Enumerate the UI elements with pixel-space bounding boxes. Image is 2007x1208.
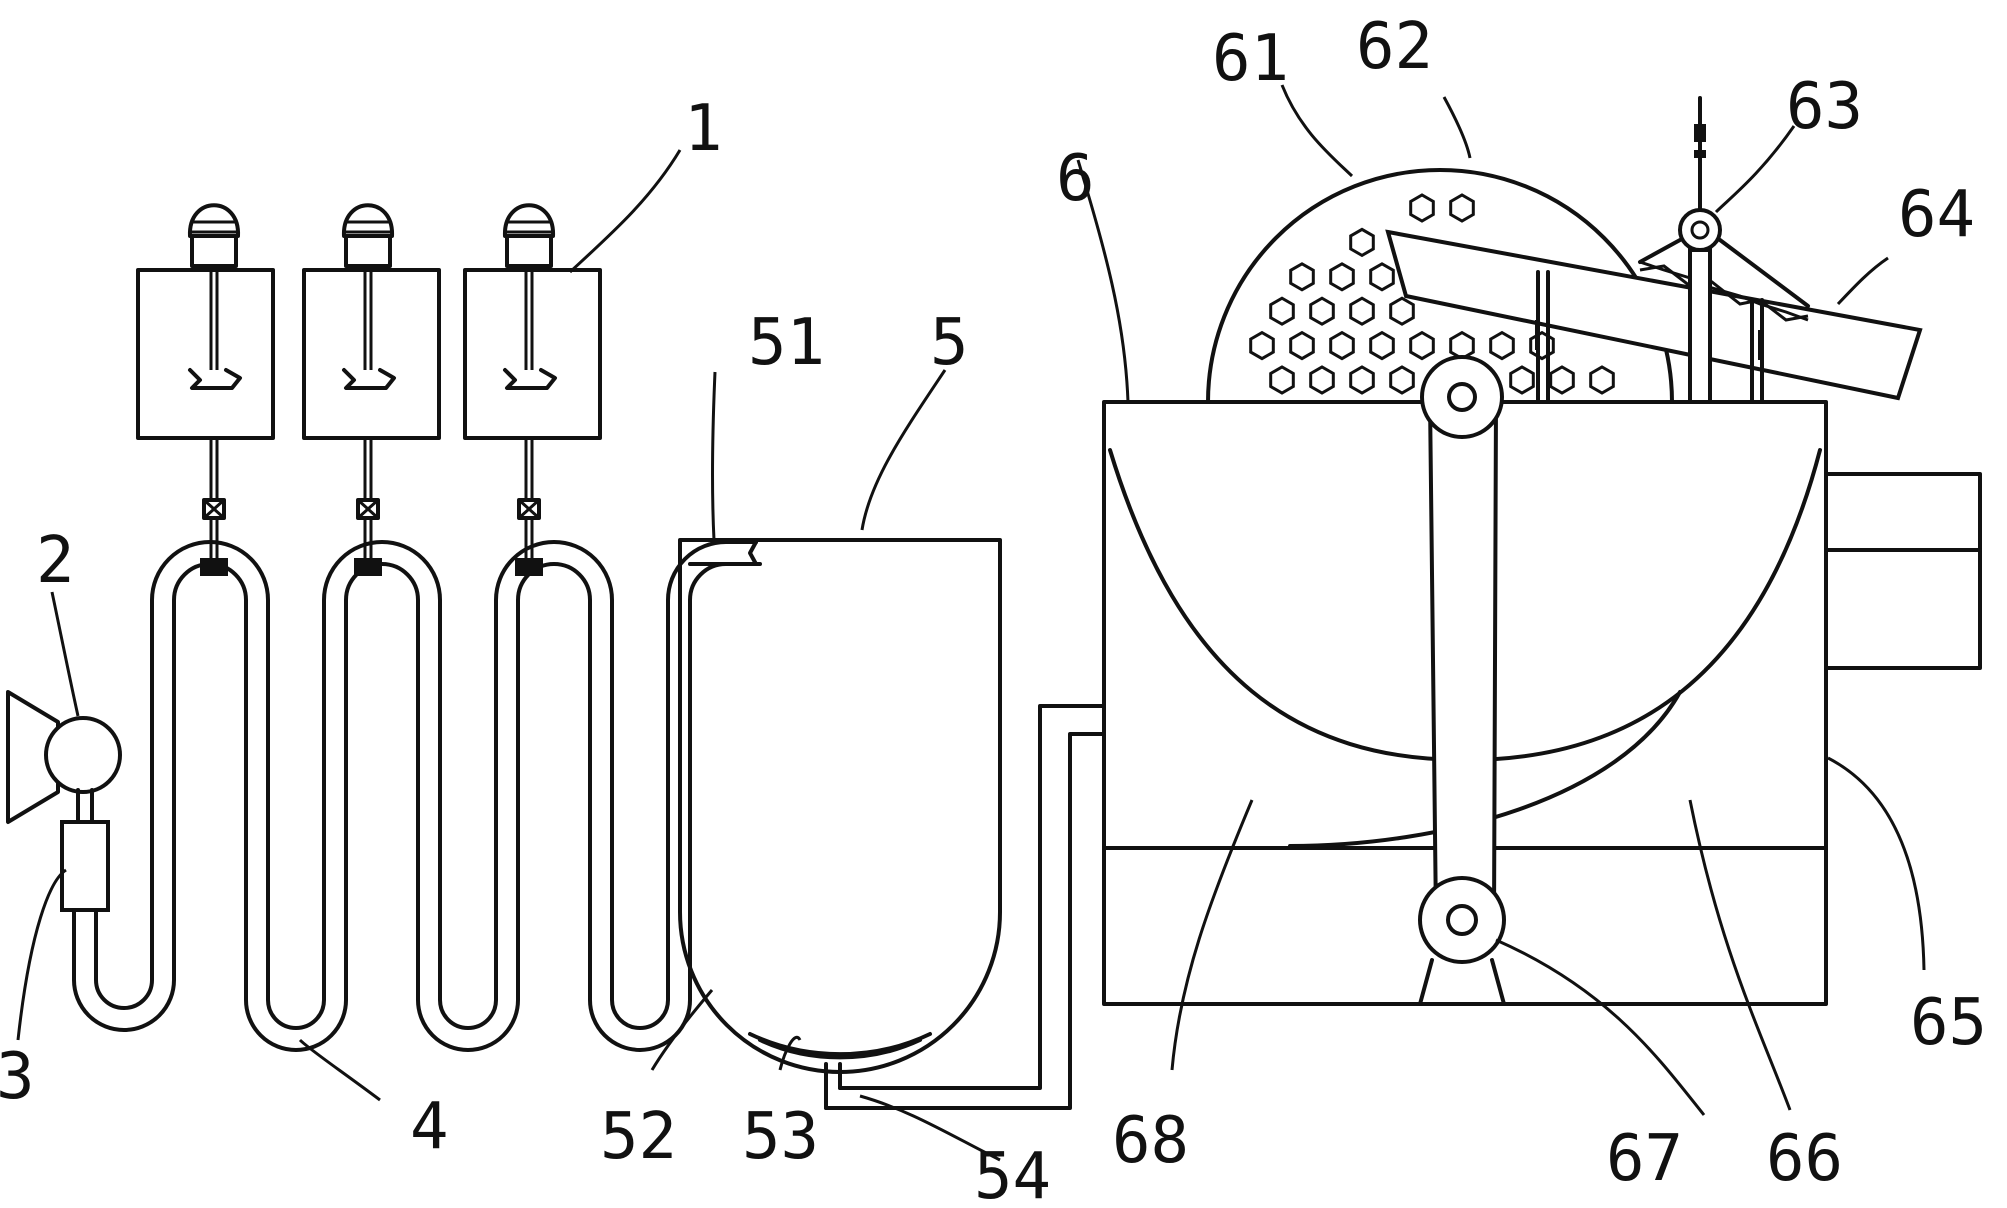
drum-hole — [1349, 227, 1375, 258]
processing-machine — [1102, 400, 1982, 1006]
label-53: 53 — [742, 1100, 819, 1174]
filter-unit — [60, 820, 110, 937]
mixing-tank-left — [136, 203, 275, 576]
label-6: 6 — [1056, 142, 1095, 216]
label-3: 3 — [0, 1040, 35, 1114]
drum-hole — [1309, 365, 1335, 395]
drum-hole — [1369, 330, 1395, 361]
label-51: 51 — [748, 306, 825, 380]
drum-holes — [1249, 193, 1615, 395]
drum-hole — [1289, 330, 1315, 361]
drum-hole — [1549, 365, 1575, 395]
drum-hole — [1329, 330, 1355, 361]
drum-hole — [1349, 365, 1375, 395]
drum-hole — [1449, 193, 1475, 223]
drum-hole — [1409, 330, 1435, 361]
drum-hole — [1509, 365, 1535, 395]
mixing-tank-right — [463, 203, 602, 576]
drum-hole — [1389, 365, 1415, 395]
label-64: 64 — [1898, 178, 1975, 252]
drum-hole — [1489, 330, 1515, 361]
label-1: 1 — [684, 92, 723, 166]
label-67: 67 — [1606, 1122, 1683, 1196]
serpentine-pipe — [72, 540, 762, 1052]
drum-hole — [1449, 330, 1475, 361]
mixing-tank-middle — [302, 203, 441, 576]
collection-tank — [678, 538, 1002, 1110]
crank-mechanism — [1418, 355, 1506, 1006]
drum-hole — [1369, 262, 1395, 292]
label-54: 54 — [974, 1140, 1051, 1203]
label-65: 65 — [1910, 986, 1987, 1060]
label-68: 68 — [1112, 1104, 1189, 1178]
label-52: 52 — [600, 1100, 677, 1174]
lifting-hook — [1638, 96, 1810, 404]
reference-labels: 1 2 3 4 5 51 52 53 54 6 61 62 63 64 65 6… — [0, 10, 1987, 1208]
fan-unit — [6, 690, 122, 824]
label-61: 61 — [1212, 22, 1289, 96]
label-63: 63 — [1786, 70, 1863, 144]
drum-hole — [1269, 296, 1295, 326]
label-66: 66 — [1766, 1122, 1843, 1196]
drum-hole — [1309, 296, 1335, 326]
label-5: 5 — [930, 306, 969, 380]
drum-hole — [1289, 262, 1315, 292]
outlet-pipe — [824, 704, 1106, 1110]
drum-hole — [1329, 262, 1355, 292]
drum-hole — [1529, 330, 1555, 361]
label-2: 2 — [36, 524, 75, 598]
drum-hole — [1349, 296, 1375, 326]
drum-hole — [1389, 296, 1415, 326]
drum-hole — [1589, 365, 1615, 395]
feed-hopper — [1385, 229, 1923, 404]
label-4: 4 — [410, 1090, 449, 1164]
drum-hole — [1269, 365, 1295, 395]
label-62: 62 — [1356, 10, 1433, 84]
drum-hole — [1409, 193, 1435, 223]
leader-lines — [16, 84, 1926, 1162]
drum-hole — [1249, 330, 1275, 361]
